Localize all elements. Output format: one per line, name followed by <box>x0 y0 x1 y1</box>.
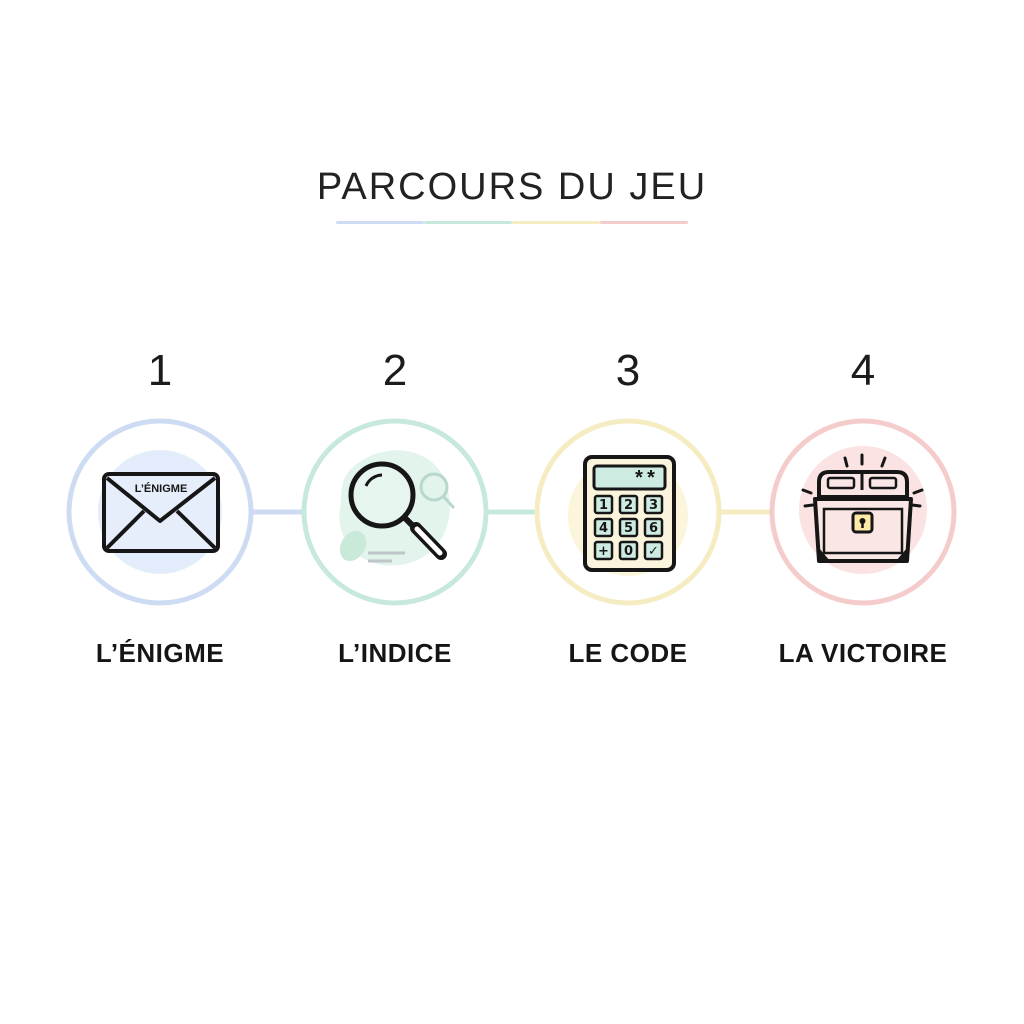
calculator-key: + <box>593 540 614 561</box>
page-title: PARCOURS DU JEU <box>316 166 708 208</box>
step-3-label: LE CODE <box>568 638 688 668</box>
step-4-ring <box>769 418 957 606</box>
step-2-label: L’INDICE <box>338 638 452 668</box>
calculator-key: 2 <box>618 494 639 515</box>
calculator-key: 4 <box>593 517 614 538</box>
title-underline-segment-3 <box>512 221 600 224</box>
calculator-icon: ** 1 2 3 4 5 6 +0 ✓ <box>583 455 676 572</box>
calculator-key-label: 6 <box>649 521 658 536</box>
step-1-ring <box>66 418 254 606</box>
calculator-key-label: ✓ <box>648 544 659 559</box>
title-underline-segment-4 <box>600 221 688 224</box>
step-1-number: 1 <box>147 346 173 395</box>
calculator-key-label: + <box>598 544 609 559</box>
title-underline <box>336 221 688 225</box>
envelope-icon: L’ÉNIGME <box>102 472 220 553</box>
calculator-keys: 1 2 3 4 5 6 +0 ✓ <box>593 494 664 561</box>
treasure-chest-icon <box>801 453 924 563</box>
step-3-ring <box>534 418 722 606</box>
calculator-key-label: 1 <box>599 498 608 513</box>
step-2-node <box>301 418 489 606</box>
step-3-node: ** 1 2 3 4 5 6 +0 ✓ <box>534 418 722 606</box>
envelope-text: L’ÉNIGME <box>135 482 188 495</box>
calculator-key-label: 0 <box>624 544 633 559</box>
step-1-label: L’ÉNIGME <box>95 638 225 668</box>
calculator-key: ✓ <box>643 540 664 561</box>
step-2-ring <box>301 418 489 606</box>
calculator-key: 6 <box>643 517 664 538</box>
step-3-number: 3 <box>615 346 641 395</box>
step-4-number: 4 <box>850 346 876 395</box>
step-2-number: 2 <box>382 346 408 395</box>
calculator-screen-text: ** <box>633 469 657 492</box>
title-underline-segment-2 <box>424 221 512 224</box>
calculator-key-label: 2 <box>624 498 633 513</box>
calculator-key-label: 5 <box>624 521 633 536</box>
calculator-key-label: 3 <box>649 498 658 513</box>
step-4-node <box>769 418 957 606</box>
calculator-key: 0 <box>618 540 639 561</box>
calculator-key: 3 <box>643 494 664 515</box>
step-4-label: LA VICTOIRE <box>778 638 948 668</box>
calculator-key: 5 <box>618 517 639 538</box>
title-underline-segment-1 <box>336 221 424 224</box>
magnifier-icon <box>339 461 456 563</box>
calculator-key-label: 4 <box>599 521 608 536</box>
step-1-node: L’ÉNIGME <box>66 418 254 606</box>
calculator-key: 1 <box>593 494 614 515</box>
